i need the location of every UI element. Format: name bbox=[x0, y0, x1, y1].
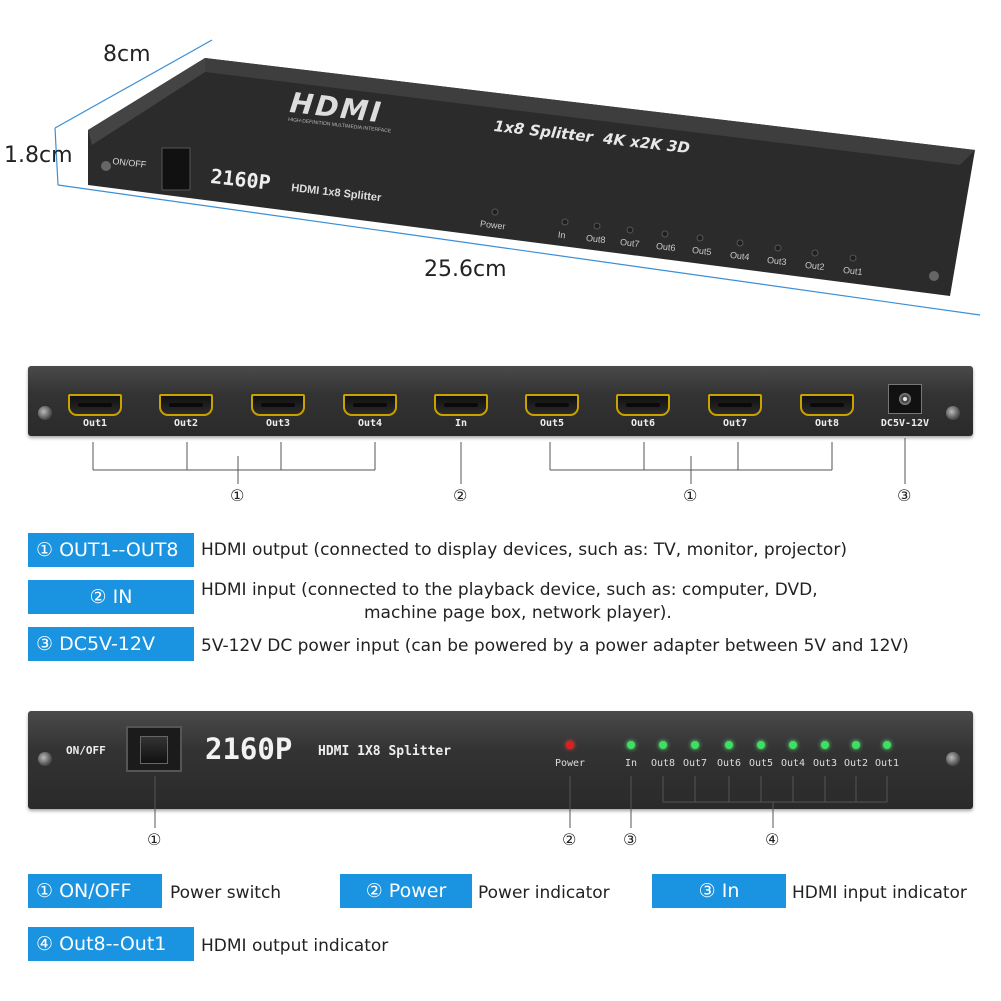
hdmi-port-icon bbox=[343, 394, 397, 416]
power-switch[interactable] bbox=[126, 726, 182, 772]
callout-number: ③ bbox=[623, 830, 638, 849]
screw-icon bbox=[946, 752, 960, 766]
callout-number: ③ bbox=[897, 486, 912, 505]
front-panel bbox=[28, 711, 973, 809]
hdmi-port-icon bbox=[708, 394, 762, 416]
callout-number: ① bbox=[147, 830, 162, 849]
legend-badge-in-led: ③ In bbox=[652, 874, 786, 908]
length-dimension: 25.6cm bbox=[424, 257, 507, 282]
hdmi-port-icon bbox=[159, 394, 213, 416]
power-led-icon bbox=[566, 741, 574, 749]
port-label: Out7 bbox=[722, 418, 748, 429]
legend-badge-outputs: ① OUT1--OUT8 bbox=[28, 533, 194, 567]
legend-desc-outputs: HDMI output (connected to display device… bbox=[201, 540, 847, 560]
in-led-label: In bbox=[624, 758, 638, 769]
out-led-icon bbox=[659, 741, 667, 749]
legend-badge-input: ② IN bbox=[28, 580, 194, 614]
callout-number: ② bbox=[453, 486, 468, 505]
legend-desc-out-leds: HDMI output indicator bbox=[201, 936, 389, 956]
in-led-icon bbox=[627, 741, 635, 749]
legend-desc-in-led: HDMI input indicator bbox=[792, 883, 967, 903]
port-label: Out3 bbox=[265, 418, 291, 429]
out-led-label: Out2 bbox=[843, 758, 869, 769]
hdmi-port-icon bbox=[434, 394, 488, 416]
power-led-label: Power bbox=[554, 758, 586, 769]
out-led-icon bbox=[883, 741, 891, 749]
out-led-label: Out6 bbox=[716, 758, 742, 769]
out-led-icon bbox=[852, 741, 860, 749]
hdmi-port-icon bbox=[68, 394, 122, 416]
port-label: Out5 bbox=[539, 418, 565, 429]
port-label: Out1 bbox=[82, 418, 108, 429]
hdmi-port-icon bbox=[251, 394, 305, 416]
screw-icon bbox=[946, 406, 960, 420]
dc-jack-icon bbox=[888, 384, 922, 414]
model-title: 2160P bbox=[205, 732, 293, 766]
out-led-icon bbox=[757, 741, 765, 749]
legend-badge-out-leds: ④ Out8--Out1 bbox=[28, 927, 194, 961]
screw-icon bbox=[38, 406, 52, 420]
out-led-label: Out1 bbox=[874, 758, 900, 769]
legend-badge-power-led: ② Power bbox=[340, 874, 472, 908]
legend-desc-power-led: Power indicator bbox=[478, 883, 610, 903]
out-led-label: Out8 bbox=[650, 758, 676, 769]
out-led-icon bbox=[725, 741, 733, 749]
hdmi-port-icon bbox=[616, 394, 670, 416]
callout-number: ② bbox=[562, 830, 577, 849]
callout-number: ④ bbox=[765, 830, 780, 849]
legend-desc-switch: Power switch bbox=[170, 883, 282, 903]
height-dimension: 1.8cm bbox=[4, 143, 73, 168]
out-led-icon bbox=[789, 741, 797, 749]
port-label: Out4 bbox=[357, 418, 383, 429]
out-led-label: Out4 bbox=[780, 758, 806, 769]
power-jack-label: DC5V-12V bbox=[880, 418, 930, 429]
port-label: Out8 bbox=[814, 418, 840, 429]
depth-dimension: 8cm bbox=[103, 42, 151, 67]
port-label: In bbox=[454, 418, 468, 429]
switch-label: ON/OFF bbox=[66, 744, 106, 757]
out-led-icon bbox=[691, 741, 699, 749]
port-label: Out2 bbox=[173, 418, 199, 429]
screw-icon bbox=[38, 752, 52, 766]
hdmi-port-icon bbox=[800, 394, 854, 416]
out-led-icon bbox=[821, 741, 829, 749]
legend-desc-input-line2: machine page box, network player). bbox=[364, 603, 672, 623]
callout-number: ① bbox=[230, 486, 245, 505]
legend-badge-switch: ① ON/OFF bbox=[28, 874, 162, 908]
legend-badge-power: ③ DC5V-12V bbox=[28, 627, 194, 661]
callout-number: ① bbox=[683, 486, 698, 505]
out-led-label: Out3 bbox=[812, 758, 838, 769]
model-subtitle: HDMI 1X8 Splitter bbox=[318, 744, 452, 759]
legend-desc-input: HDMI input (connected to the playback de… bbox=[201, 580, 818, 600]
dimension-lines bbox=[54, 39, 981, 316]
out-led-label: Out7 bbox=[682, 758, 708, 769]
port-label: Out6 bbox=[630, 418, 656, 429]
legend-desc-power: 5V-12V DC power input (can be powered by… bbox=[201, 636, 909, 656]
hdmi-port-icon bbox=[525, 394, 579, 416]
out-led-label: Out5 bbox=[748, 758, 774, 769]
